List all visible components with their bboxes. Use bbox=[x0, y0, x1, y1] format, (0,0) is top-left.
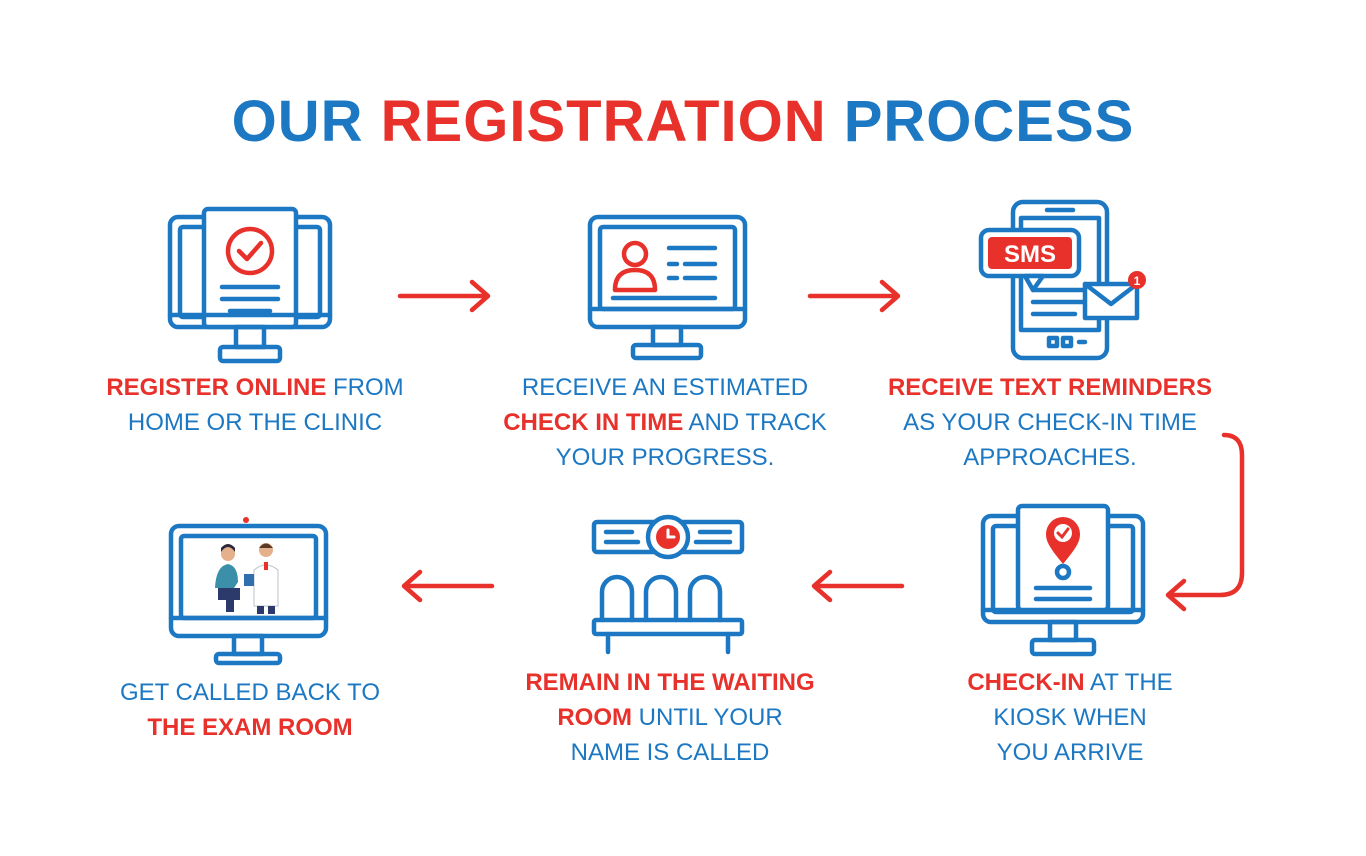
step-3-caption: RECEIVE TEXT REMINDERS AS YOUR CHECK-IN … bbox=[860, 370, 1240, 475]
patient-figure bbox=[215, 544, 240, 612]
notification-count: 1 bbox=[1134, 274, 1141, 288]
step-5-highlight: ROOM bbox=[557, 704, 632, 731]
step-6-text: GET CALLED BACK TO bbox=[119, 679, 381, 706]
step-3-highlight: RECEIVE TEXT REMINDERS bbox=[887, 374, 1213, 401]
exam-room-monitor-icon bbox=[168, 517, 329, 666]
profile-monitor-icon bbox=[587, 214, 748, 361]
step-4-text: KIOSK WHEN bbox=[993, 704, 1147, 731]
step-5-text: UNTIL YOUR bbox=[631, 704, 783, 731]
step-2-text: YOUR PROGRESS. bbox=[555, 444, 775, 471]
doctor-figure bbox=[244, 543, 279, 614]
waiting-room-chairs-icon bbox=[591, 514, 745, 655]
page-title: OUR REGISTRATION PROCESS bbox=[0, 86, 1366, 158]
step-1-text: HOME OR THE CLINIC bbox=[127, 409, 383, 436]
step-4-highlight: CHECK-IN bbox=[967, 669, 1085, 696]
step-3-text: AS YOUR CHECK-IN TIME bbox=[903, 409, 1197, 436]
curved-arrow-icon bbox=[1165, 432, 1245, 612]
step-2-text: RECEIVE AN ESTIMATED bbox=[521, 374, 809, 401]
title-part-registration: REGISTRATION bbox=[380, 89, 827, 154]
title-part-process: PROCESS bbox=[843, 89, 1135, 154]
step-2-text: AND TRACK bbox=[683, 409, 827, 436]
step-3-text: APPROACHES. bbox=[963, 444, 1137, 471]
step-4-caption: CHECK-IN AT THE KIOSK WHEN YOU ARRIVE bbox=[880, 665, 1260, 770]
kiosk-location-monitor-icon bbox=[980, 503, 1146, 657]
arrow-right-icon bbox=[807, 279, 901, 313]
step-4-text: YOU ARRIVE bbox=[996, 739, 1144, 766]
step-1-text: FROM bbox=[326, 374, 404, 401]
arrow-left-icon bbox=[401, 569, 495, 603]
online-form-monitor-icon bbox=[167, 206, 333, 364]
arrow-left-icon bbox=[811, 569, 905, 603]
step-1-caption: REGISTER ONLINE FROM HOME OR THE CLINIC bbox=[70, 370, 440, 440]
step-6-caption: GET CALLED BACK TO THE EXAM ROOM bbox=[60, 675, 440, 745]
arrow-right-icon bbox=[397, 279, 491, 313]
step-5-caption: REMAIN IN THE WAITING ROOM UNTIL YOUR NA… bbox=[480, 665, 860, 770]
title-part-our: OUR bbox=[231, 89, 364, 154]
step-2-highlight: CHECK IN TIME bbox=[503, 409, 684, 436]
step-5-highlight: REMAIN IN THE WAITING bbox=[525, 669, 815, 696]
step-2-caption: RECEIVE AN ESTIMATED CHECK IN TIME AND T… bbox=[480, 370, 850, 475]
sms-phone-icon: SMS 1 bbox=[978, 199, 1146, 361]
step-5-text: NAME IS CALLED bbox=[570, 739, 770, 766]
step-6-highlight: THE EXAM ROOM bbox=[147, 714, 353, 741]
sms-label: SMS bbox=[1004, 241, 1056, 268]
step-1-highlight: REGISTER ONLINE bbox=[106, 374, 327, 401]
step-4-text: AT THE bbox=[1084, 669, 1173, 696]
